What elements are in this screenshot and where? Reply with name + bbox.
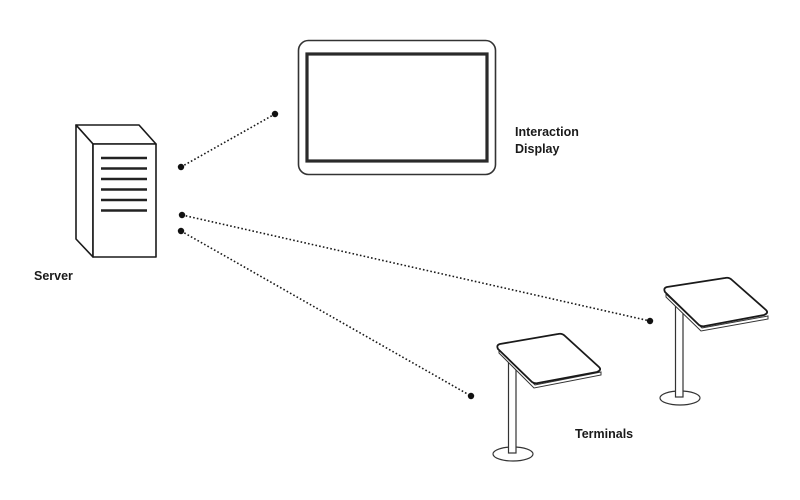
display-screen-icon [297,39,497,176]
connector-dot [178,211,186,219]
connector-dot [271,110,279,118]
connection-server-display [177,110,279,171]
server-tower-icon [75,124,157,258]
display-screen [305,52,489,163]
terminal-top-edge [498,348,602,389]
kiosk-terminal-icon [492,332,602,462]
terminals-label: Terminals [575,427,633,441]
connector-dot [467,392,475,400]
connection-server-terminal-1 [177,227,475,400]
terminal-pole [507,357,517,454]
terminal-top-edge [665,292,769,332]
terminal-pole [674,301,684,398]
connector-dot [177,227,185,235]
connector-dot [646,317,654,325]
server-vent-lines [101,156,147,212]
kiosk-terminal-icon [659,276,769,406]
server-label: Server [34,269,73,283]
connector-dot [177,163,185,171]
terminal-screen-top [663,276,769,328]
display-label: Interaction Display [515,125,582,156]
terminal-screen-top [496,332,602,385]
server-side-face [75,124,94,258]
connection-server-terminal-2 [178,211,654,325]
